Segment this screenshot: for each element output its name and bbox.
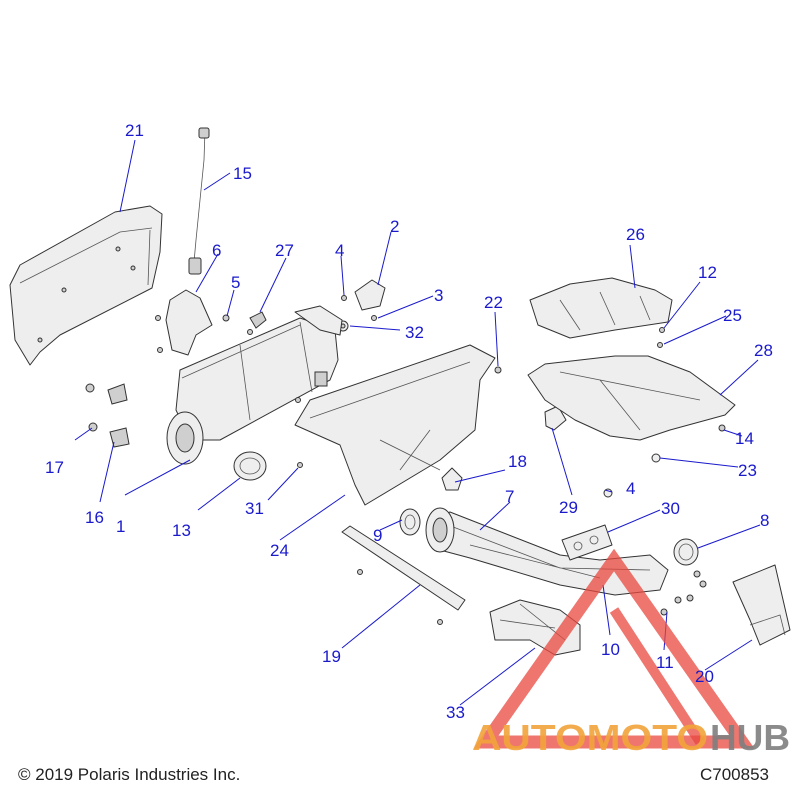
callout-30: 30 xyxy=(661,499,680,518)
part-muffler xyxy=(166,305,343,465)
watermark-triangle-icon xyxy=(473,548,755,749)
callout-2: 2 xyxy=(390,217,399,236)
callout-8: 8 xyxy=(760,511,769,530)
callout-11: 11 xyxy=(656,653,674,672)
callout-24: 24 xyxy=(270,541,289,560)
callout-9: 9 xyxy=(373,526,382,545)
parts-artwork xyxy=(9,127,791,656)
part-gasket-ring xyxy=(399,508,421,536)
part-cover-plate xyxy=(732,564,791,646)
callout-18: 18 xyxy=(508,452,527,471)
part-mounting-strap xyxy=(341,525,466,611)
callout-16: 16 xyxy=(85,508,104,527)
part-bracket xyxy=(165,289,213,356)
callout-21: 21 xyxy=(125,121,144,140)
watermark: AUTOMOTO HUB xyxy=(472,548,790,758)
copyright-notice: © 2019 Polaris Industries Inc. xyxy=(18,765,240,784)
part-v-clamp xyxy=(673,538,699,566)
callout-labels: 1 2 3 4 4 5 6 7 8 9 10 11 12 13 14 15 16… xyxy=(45,121,773,722)
part-o2-sensor xyxy=(193,129,206,263)
part-clamp-ring xyxy=(233,451,267,481)
callout-33: 33 xyxy=(446,703,465,722)
callout-17: 17 xyxy=(45,458,64,477)
part-mount-bracket xyxy=(441,467,463,491)
callout-12: 12 xyxy=(698,263,717,282)
callout-4-lower: 4 xyxy=(626,479,635,498)
callout-10: 10 xyxy=(601,640,620,659)
callout-1: 1 xyxy=(116,517,125,536)
callout-4-upper: 4 xyxy=(335,241,344,260)
callout-3: 3 xyxy=(434,286,443,305)
part-heat-shield-center xyxy=(294,344,496,506)
callout-22: 22 xyxy=(484,293,503,312)
callout-20: 20 xyxy=(695,667,714,686)
callout-19: 19 xyxy=(322,647,341,666)
part-heat-shield-top xyxy=(529,277,673,339)
callout-5: 5 xyxy=(231,273,240,292)
diagram-code: C700853 xyxy=(700,765,769,784)
callout-29: 29 xyxy=(559,498,578,517)
callout-31: 31 xyxy=(245,499,264,518)
callout-23: 23 xyxy=(738,461,757,480)
callout-7: 7 xyxy=(505,487,514,506)
callout-28: 28 xyxy=(754,341,773,360)
watermark-brand-part1: AUTOMOTO xyxy=(472,717,708,758)
callout-25: 25 xyxy=(723,306,742,325)
callout-27: 27 xyxy=(275,241,294,260)
watermark-brand-part2: HUB xyxy=(710,717,790,758)
callout-26: 26 xyxy=(626,225,645,244)
part-manifold-gasket xyxy=(561,524,613,561)
part-heat-shield-left xyxy=(9,205,163,366)
callout-32: 32 xyxy=(405,323,424,342)
part-heat-shield-right xyxy=(527,355,736,441)
callout-14: 14 xyxy=(735,429,754,448)
leader-lines xyxy=(74,139,761,706)
callout-15: 15 xyxy=(233,164,252,183)
callout-6: 6 xyxy=(212,241,221,260)
callout-13: 13 xyxy=(172,521,191,540)
part-cap xyxy=(354,279,386,311)
